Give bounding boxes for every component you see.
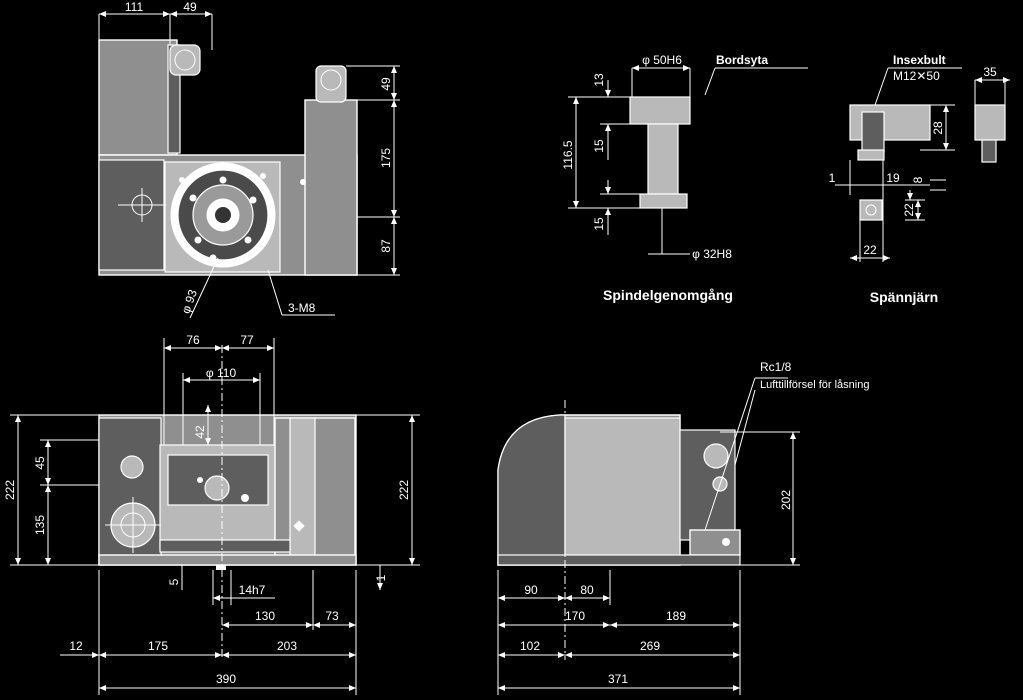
dim-right-87: 87 bbox=[379, 239, 393, 253]
label-lufttillforsel: Lufttillförsel för låsning bbox=[760, 379, 869, 391]
callout-labels: Bordsyta Insexbult M12✕50 Rc1/8 Lufttill… bbox=[603, 53, 946, 391]
dim-clamp-35: 35 bbox=[983, 65, 997, 79]
dimension-labels: 111 49 49 175 87 φ 93 3-M8 76 77 φ 110 4… bbox=[3, 0, 997, 686]
dim-45: 45 bbox=[33, 456, 47, 470]
dim-clamp-19: 19 bbox=[886, 171, 900, 185]
dim-5: 5 bbox=[167, 578, 181, 585]
dim-15-lower: 15 bbox=[592, 217, 606, 231]
dim-189: 189 bbox=[666, 609, 686, 623]
label-insexbult: Insexbult bbox=[893, 53, 946, 67]
label-rc18: Rc1/8 bbox=[760, 360, 792, 374]
dim-clamp-22-h: 22 bbox=[863, 243, 877, 257]
caption-spindelgenomgang: Spindelgenomgång bbox=[603, 287, 733, 303]
dim-135: 135 bbox=[33, 515, 47, 535]
dim-13: 13 bbox=[592, 73, 606, 87]
dim-202: 202 bbox=[779, 490, 793, 510]
dim-222-right: 222 bbox=[397, 480, 411, 500]
dim-clamp-8: 8 bbox=[911, 176, 925, 183]
dim-73: 73 bbox=[325, 609, 339, 623]
front-view bbox=[10, 338, 420, 695]
top-connector bbox=[169, 44, 201, 76]
caption-spannjarn: Spännjärn bbox=[870, 289, 938, 305]
dim-42: 42 bbox=[193, 425, 207, 439]
dim-130: 130 bbox=[255, 609, 275, 623]
top-right-cylinder bbox=[304, 99, 358, 276]
top-view bbox=[98, 11, 400, 319]
dim-222-left: 222 bbox=[3, 480, 17, 500]
dim-top-111: 111 bbox=[125, 0, 144, 14]
dim-170: 170 bbox=[565, 609, 585, 623]
spindle-detail bbox=[568, 65, 808, 255]
dim-phi-50h6: φ 50H6 bbox=[642, 53, 682, 67]
dim-right-49: 49 bbox=[379, 77, 393, 91]
dim-3-m8: 3-M8 bbox=[288, 301, 316, 315]
dim-phi-32h8: φ 32H8 bbox=[692, 247, 732, 261]
dim-371: 371 bbox=[608, 672, 628, 686]
dim-top-49: 49 bbox=[183, 0, 197, 14]
label-m12x50: M12✕50 bbox=[893, 69, 940, 83]
dim-76: 76 bbox=[186, 333, 200, 347]
dim-116-5: 116.5 bbox=[561, 140, 575, 169]
dim-203: 203 bbox=[277, 639, 297, 653]
dim-15-upper: 15 bbox=[592, 139, 606, 153]
dim-102: 102 bbox=[520, 639, 540, 653]
dim-clamp-22-v: 22 bbox=[902, 203, 916, 217]
clamp-detail bbox=[835, 67, 1010, 262]
dim-175: 175 bbox=[148, 639, 168, 653]
dim-clamp-1: 1 bbox=[829, 171, 836, 185]
dim-clamp-28: 28 bbox=[931, 121, 945, 135]
dim-90: 90 bbox=[524, 583, 538, 597]
dim-269: 269 bbox=[640, 639, 660, 653]
dim-390: 390 bbox=[216, 672, 236, 686]
dim-1: 1 bbox=[374, 574, 388, 581]
top-motor-housing bbox=[98, 39, 178, 156]
dim-77: 77 bbox=[240, 333, 254, 347]
dim-dia-110: φ 110 bbox=[206, 366, 237, 380]
dim-14h7: 14h7 bbox=[239, 583, 266, 597]
dim-right-175: 175 bbox=[379, 148, 393, 168]
dim-12: 12 bbox=[69, 639, 83, 653]
dim-80: 80 bbox=[580, 583, 594, 597]
label-bordsyta: Bordsyta bbox=[716, 53, 768, 67]
dim-dia-93: φ 93 bbox=[178, 287, 200, 315]
side-view bbox=[497, 377, 800, 695]
